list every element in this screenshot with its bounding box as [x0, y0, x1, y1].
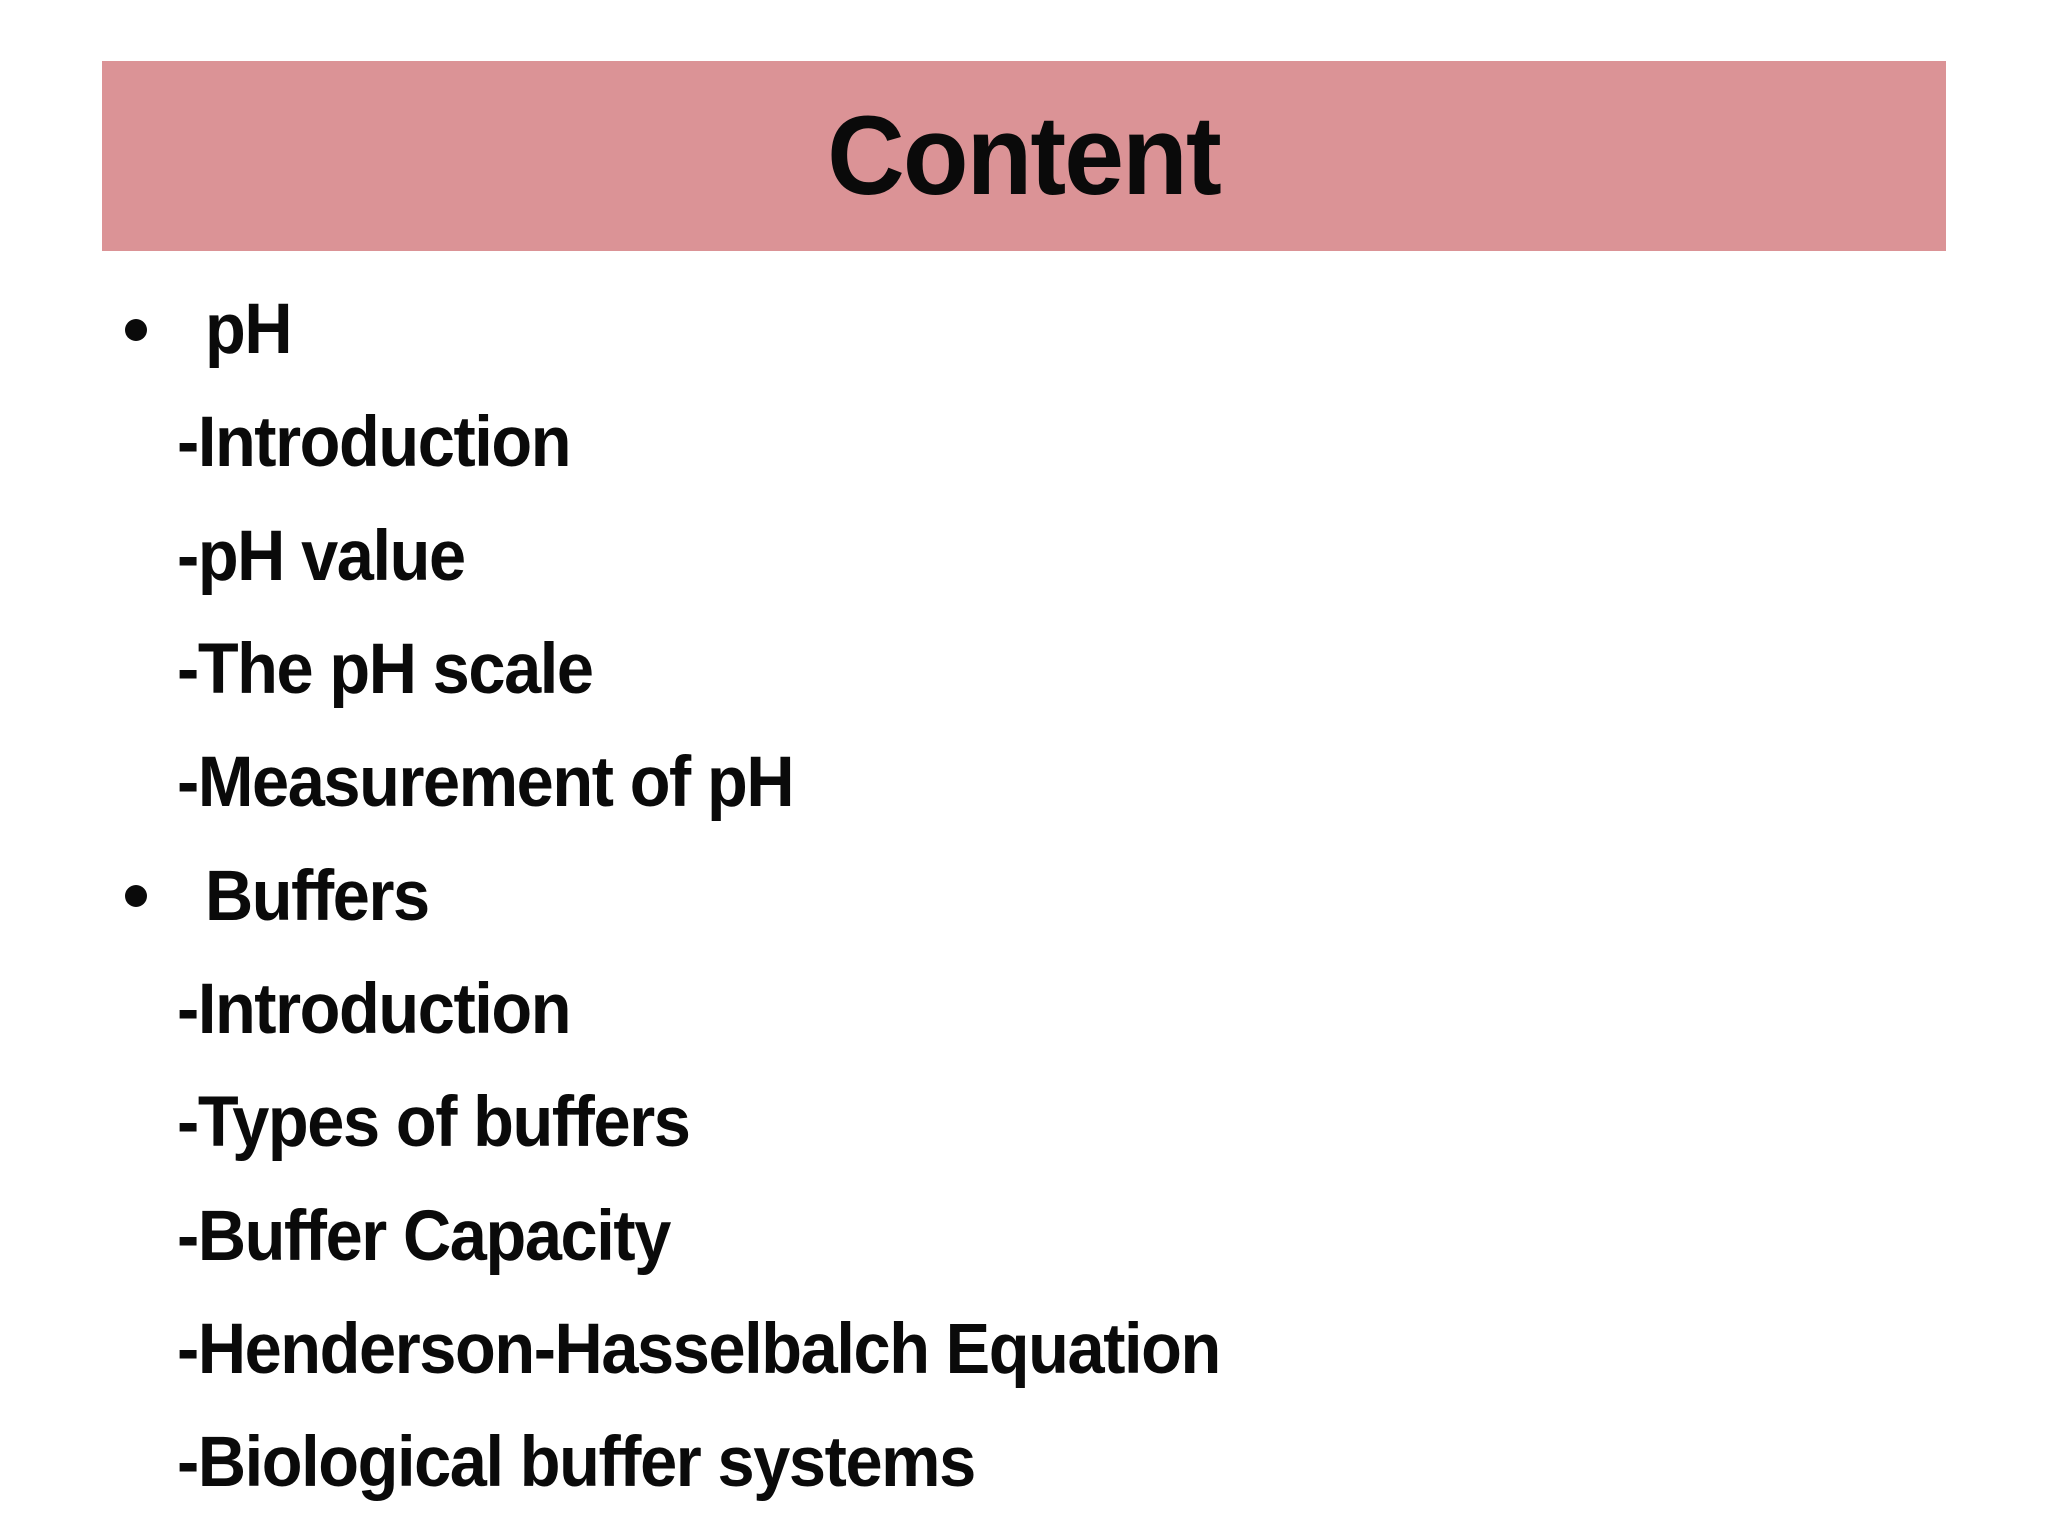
list-item-label: -Types of buffers: [177, 1083, 691, 1163]
list-item-label: pH: [205, 290, 293, 370]
list-item-label: -Henderson-Hasselbalch Equation: [177, 1309, 1221, 1389]
list-item-sub: -pH value: [0, 500, 2048, 613]
list-item-label: -Introduction: [177, 969, 572, 1049]
list-item-sub: -Measurement of pH: [0, 726, 2048, 839]
list-item-label: -The pH scale: [177, 630, 594, 710]
bullet-dot-icon: [125, 885, 147, 908]
list-item-label: -pH value: [177, 516, 466, 596]
list-item-label: Buffers: [205, 856, 430, 936]
list-item-sub: -Biological buffer systems: [0, 1406, 2048, 1519]
list-item-label: -Biological buffer systems: [177, 1423, 976, 1503]
slide-title: Content: [827, 93, 1223, 218]
content-list: pH -Introduction -pH value -The pH scale…: [0, 273, 2048, 1519]
list-item-sub: -Henderson-Hasselbalch Equation: [0, 1293, 2048, 1406]
list-item-label: -Measurement of pH: [177, 743, 795, 823]
list-item-sub: -Introduction: [0, 953, 2048, 1066]
list-item-sub: -Types of buffers: [0, 1066, 2048, 1179]
list-item-bullet: Buffers: [0, 839, 2048, 952]
list-item-label: -Introduction: [177, 403, 572, 483]
list-item-label: -Buffer Capacity: [177, 1196, 671, 1276]
bullet-dot-icon: [125, 318, 147, 341]
title-header-bar: Content: [102, 61, 1946, 251]
list-item-sub: -The pH scale: [0, 613, 2048, 726]
list-item-sub: -Introduction: [0, 386, 2048, 499]
list-item-bullet: pH: [0, 273, 2048, 386]
list-item-sub: -Buffer Capacity: [0, 1179, 2048, 1292]
